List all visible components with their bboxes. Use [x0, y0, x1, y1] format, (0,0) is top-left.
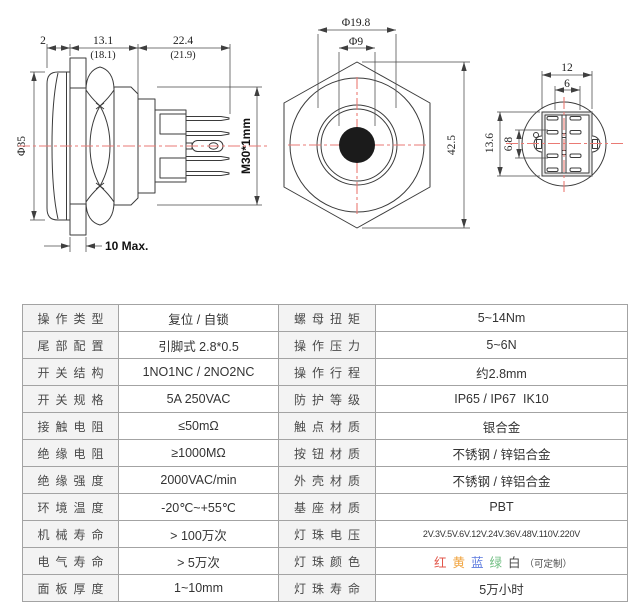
- terminal-slot: [569, 130, 582, 135]
- spec-value: 2000VAC/min: [118, 466, 279, 494]
- dim-label-pin-pitch: 6: [564, 78, 570, 90]
- spec-value: 5万小时: [375, 574, 628, 602]
- spec-value: 不锈钢 / 锌铝合金: [375, 466, 628, 494]
- spec-label: 操作压力: [278, 331, 376, 359]
- spec-value: ≤50mΩ: [118, 412, 279, 440]
- spec-label: 外壳材质: [278, 466, 376, 494]
- spec-label: 绝缘电阻: [22, 439, 119, 467]
- spec-label: 基座材质: [278, 493, 376, 521]
- dim-label-block-width: 12: [561, 62, 573, 74]
- spec-label: 面板厚度: [22, 574, 119, 602]
- spec-value: 5A 250VAC: [118, 385, 279, 413]
- spec-value: 红黄蓝绿白（可定制）: [375, 547, 628, 575]
- terminal-slot: [546, 153, 559, 158]
- hex-nut-side: [85, 66, 115, 226]
- panel-hatch-bottom: [69, 203, 87, 236]
- spec-label: 触点材质: [278, 412, 376, 440]
- dim-label-bezel-diameter: Φ19.8: [342, 17, 371, 29]
- terminal-slot: [569, 167, 582, 172]
- lamp-color-segment: 黄: [452, 555, 465, 570]
- spec-label: 按钮材质: [278, 439, 376, 467]
- side-view: 2 13.1 (18.1) 22.4 (21.9) Φ35 M30*1mm 10…: [16, 35, 268, 253]
- spec-value: 2V.3V.5V.6V.12V.24V.36V.48V.110V.220V: [375, 520, 628, 548]
- contact-block-bottom: [159, 157, 187, 179]
- terminal-slot: [569, 153, 582, 158]
- spec-value: -20℃~+55℃: [118, 493, 279, 521]
- dim-label-led-diameter: Φ9: [349, 36, 363, 48]
- terminal-slot: [569, 116, 582, 121]
- terminal-slot: [546, 167, 559, 172]
- spec-label: 电气寿命: [22, 547, 119, 575]
- spec-value: > 100万次: [118, 520, 279, 548]
- spec-label: 环境温度: [22, 493, 119, 521]
- spec-label: 绝缘强度: [22, 466, 119, 494]
- spec-value: PBT: [375, 493, 628, 521]
- lamp-colors-note: （可定制）: [524, 558, 573, 570]
- spec-label: 开关规格: [22, 385, 119, 413]
- spec-label: 螺母扭矩: [278, 304, 376, 332]
- technical-drawing: 2 13.1 (18.1) 22.4 (21.9) Φ35 M30*1mm 10…: [16, 17, 624, 253]
- contact-block-top: [159, 113, 187, 135]
- dim-label-panel-thickness: 10 Max.: [105, 239, 148, 253]
- lamp-color-segment: 绿: [489, 555, 503, 570]
- dim-label-block-height: 13.6: [484, 133, 496, 153]
- spec-label: 机械寿命: [22, 520, 119, 548]
- front-view: Φ19.8 Φ9 42.5: [283, 17, 470, 229]
- spec-label: 灯珠电压: [278, 520, 376, 548]
- spec-value: 5~14Nm: [375, 304, 628, 332]
- spec-value: 1~10mm: [118, 574, 279, 602]
- spec-label: 接触电阻: [22, 412, 119, 440]
- lamp-color-segment: 蓝: [470, 555, 484, 570]
- spec-label: 操作行程: [278, 358, 376, 386]
- spec-value: ≥1000MΩ: [118, 439, 279, 467]
- terminal-slot: [546, 130, 559, 135]
- spec-label: 开关结构: [22, 358, 119, 386]
- dim-label-head-protrusion: 2: [40, 35, 46, 47]
- spec-value: 5~6N: [375, 331, 628, 359]
- spec-value: 约2.8mm: [375, 358, 628, 386]
- spec-value: 1NO1NC / 2NO2NC: [118, 358, 279, 386]
- dim-label-hex-height: 42.5: [446, 135, 458, 155]
- terminal-pin: [185, 171, 230, 176]
- dim-label-rear-depth: 22.4: [173, 35, 193, 47]
- terminal-slot: [546, 116, 559, 121]
- spec-label: 灯珠颜色: [278, 547, 376, 575]
- spec-value: 复位 / 自锁: [118, 304, 279, 332]
- lamp-color-segment: 红: [433, 555, 447, 570]
- terminal-pin: [185, 156, 230, 161]
- terminal-pin: [185, 131, 230, 136]
- panel-hatch-top: [69, 57, 87, 89]
- dim-label-front-depth-alt: (18.1): [90, 50, 116, 61]
- lamp-color-segment: 白: [508, 555, 521, 570]
- led-dot: [339, 127, 375, 163]
- dim-label-front-depth: 13.1: [93, 35, 113, 47]
- spec-value: 银合金: [375, 412, 628, 440]
- spec-value: 不锈钢 / 锌铝合金: [375, 439, 628, 467]
- spec-value: IP65 / IP67 IK10: [375, 385, 628, 413]
- spec-value: > 5万次: [118, 547, 279, 575]
- dim-label-rear-depth-alt: (21.9): [170, 50, 196, 61]
- spec-label: 灯珠寿命: [278, 574, 376, 602]
- rear-pilot-hole: [533, 132, 539, 138]
- spec-label: 尾部配置: [22, 331, 119, 359]
- spec-row: 电气寿命> 5万次灯珠颜色红黄蓝绿白（可定制）: [22, 547, 628, 575]
- rear-view: 12 6 13.6 6.8: [484, 62, 624, 192]
- spec-label: 操作类型: [22, 304, 119, 332]
- terminal-pin: [185, 116, 230, 121]
- spec-value: 引脚式 2.8*0.5: [118, 331, 279, 359]
- spec-label: 防护等级: [278, 385, 376, 413]
